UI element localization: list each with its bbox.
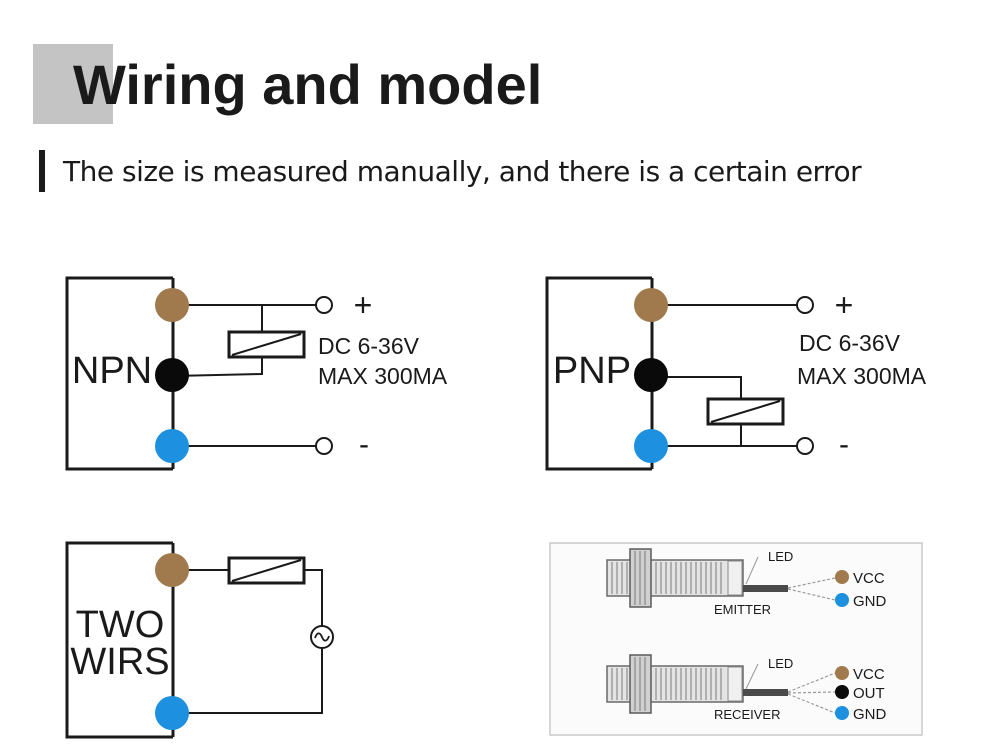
pnp-body-frame	[545, 276, 652, 471]
npn-current-label: MAX 300MA	[318, 363, 448, 389]
emitter-sensor	[606, 548, 836, 608]
emitter-name-label: EMITTER	[714, 602, 771, 617]
pnp-minus-sign: -	[839, 428, 849, 461]
title-accent-block	[33, 44, 113, 124]
npn-voltage-label: DC 6-36V	[318, 333, 420, 359]
npn-terminal-black	[155, 358, 189, 392]
pnp-supply-positive-terminal	[796, 296, 814, 314]
ac-source-icon	[310, 625, 334, 649]
receiver-out-label: OUT	[853, 685, 885, 702]
receiver-gnd-label: GND	[853, 706, 887, 723]
pnp-terminal-blue	[634, 429, 668, 463]
two-wire-wire-top-right	[304, 569, 323, 626]
sensor-pair-panel: LED EMITTER VCC GND	[549, 542, 923, 736]
receiver-name-label: RECEIVER	[714, 707, 780, 722]
receiver-sensor	[606, 654, 836, 714]
emitter-vcc-dot	[835, 570, 849, 584]
npn-terminal-brown	[155, 288, 189, 322]
receiver-gnd-dot	[835, 706, 849, 720]
npn-wire-output	[172, 357, 263, 377]
page-title: Wiring and model	[73, 53, 543, 116]
two-wire-wire-bottom	[173, 648, 323, 714]
pnp-voltage-label: DC 6-36V	[799, 330, 901, 356]
two-wire-terminal-brown	[155, 553, 189, 587]
npn-terminal-blue	[155, 429, 189, 463]
two-wire-label-line1: TWO	[76, 604, 165, 646]
two-wire-load-relay	[227, 556, 306, 585]
pnp-supply-negative-terminal	[796, 437, 814, 455]
pnp-label: PNP	[553, 350, 631, 392]
receiver-vcc-label: VCC	[853, 666, 885, 683]
two-wire-label-line2: WIRS	[70, 641, 169, 683]
npn-load-relay	[227, 330, 306, 359]
npn-diagram: NPN + - DC 6-36V MAX 300MA	[65, 276, 448, 471]
npn-plus-sign: +	[354, 287, 373, 323]
npn-label: NPN	[72, 350, 152, 392]
receiver-out-dot	[835, 685, 849, 699]
npn-supply-positive-terminal	[315, 296, 333, 314]
emitter-gnd-dot	[835, 593, 849, 607]
subtitle-bar	[39, 150, 45, 192]
page-subtitle: The size is measured manually, and there…	[63, 155, 862, 188]
two-wire-body-frame	[65, 541, 173, 739]
pnp-load-relay	[706, 397, 785, 426]
receiver-vcc-dot	[835, 666, 849, 680]
pnp-plus-sign: +	[835, 287, 854, 323]
two-wire-terminal-blue	[155, 696, 189, 730]
two-wire-diagram: TWO WIRS	[65, 541, 334, 739]
npn-supply-negative-terminal	[315, 437, 333, 455]
receiver-led-label: LED	[768, 656, 793, 671]
npn-body-frame	[65, 276, 173, 471]
pnp-terminal-black	[634, 358, 668, 392]
emitter-vcc-label: VCC	[853, 570, 885, 587]
pnp-current-label: MAX 300MA	[797, 363, 927, 389]
emitter-led-label: LED	[768, 549, 793, 564]
emitter-gnd-label: GND	[853, 593, 887, 610]
npn-minus-sign: -	[359, 428, 369, 461]
pnp-wire-output	[652, 376, 742, 398]
pnp-diagram: PNP + - DC 6-36V MAX 300MA	[545, 276, 927, 471]
pnp-terminal-brown	[634, 288, 668, 322]
